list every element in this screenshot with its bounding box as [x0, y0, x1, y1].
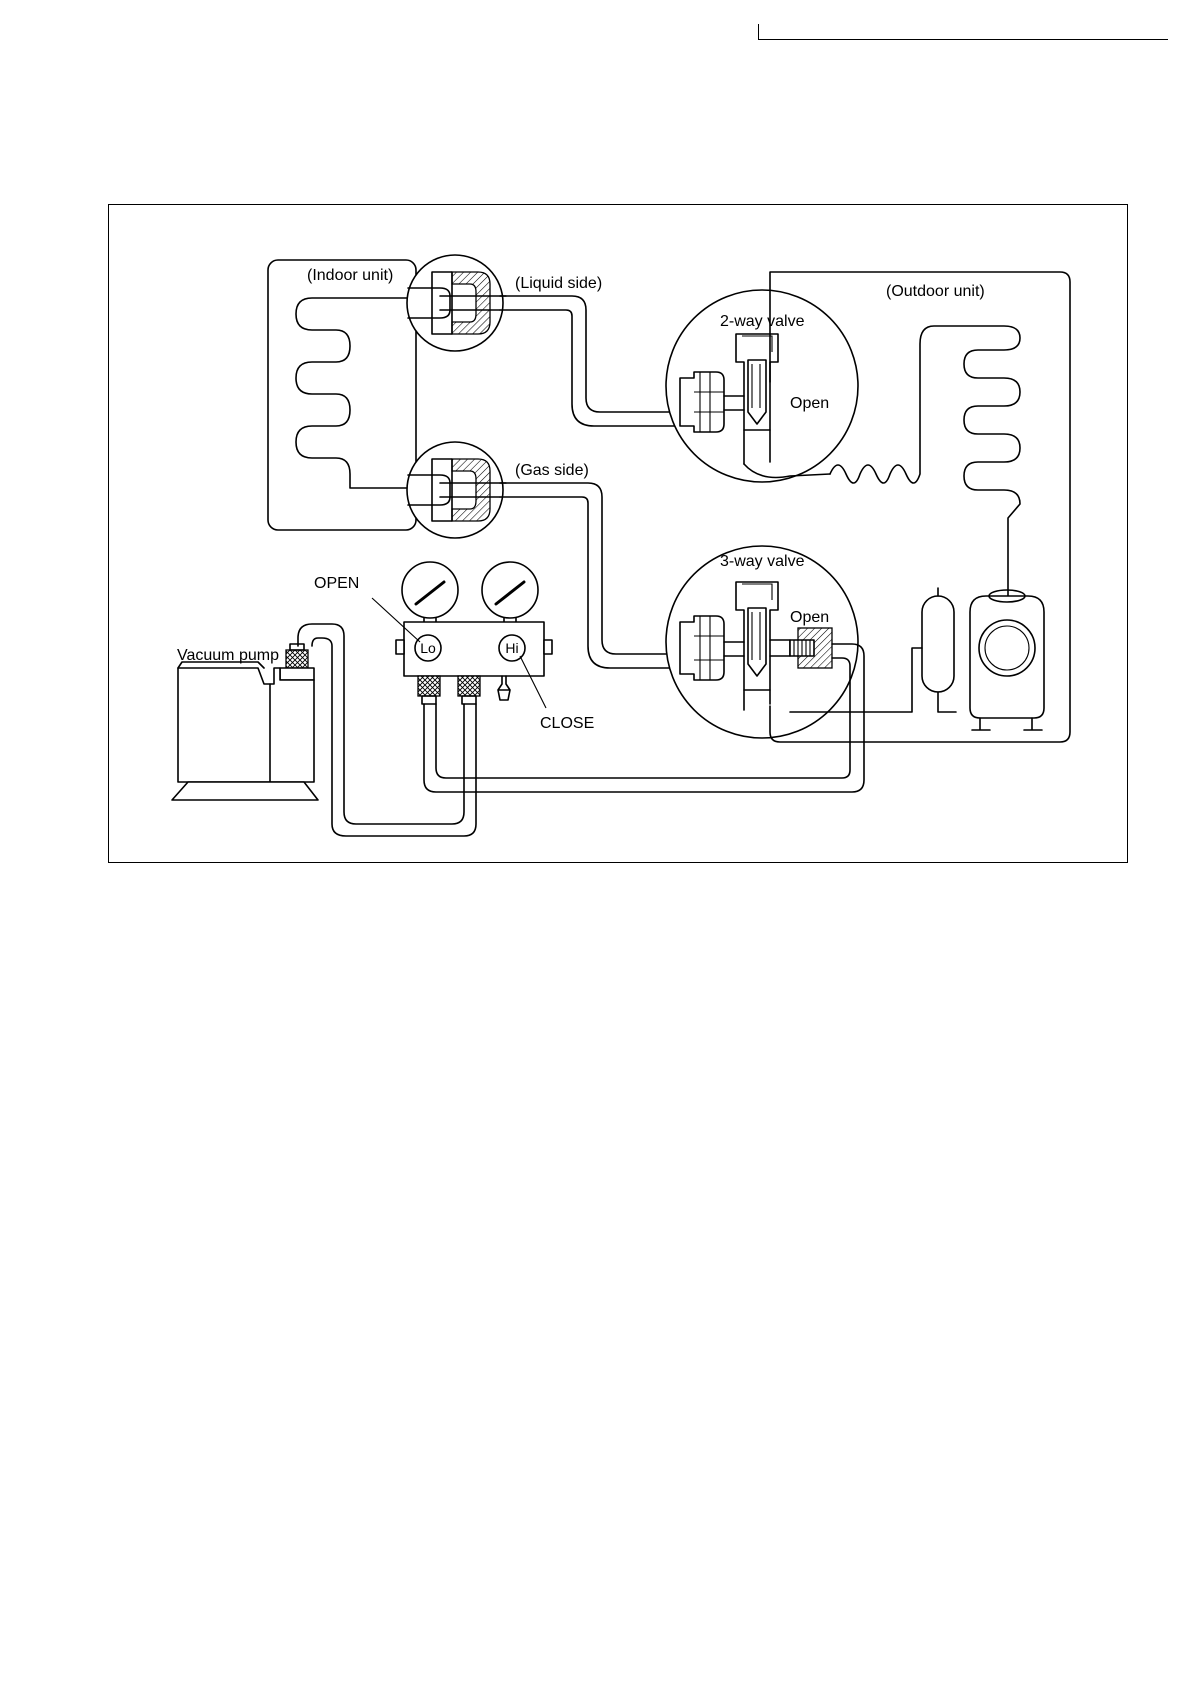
lo-knob-label: Lo [420, 640, 436, 656]
open-label: OPEN [314, 575, 359, 592]
outdoor-unit-label: (Outdoor unit) [886, 283, 985, 300]
gas-flare-nut [407, 442, 506, 538]
three-way-valve-label: 3-way valve [720, 553, 805, 570]
liquid-side-label: (Liquid side) [515, 275, 602, 292]
gas-side-label: (Gas side) [515, 462, 589, 479]
liquid-flare-nut [407, 255, 506, 351]
vacuum-pump [172, 644, 318, 800]
indoor-unit-label: (Indoor unit) [307, 267, 393, 284]
three-way-open-label: Open [790, 609, 829, 626]
vacuum-pump-label: Vacuum pump [177, 647, 279, 664]
hi-knob-label: Hi [505, 640, 518, 656]
two-way-valve-label: 2-way valve [720, 313, 805, 330]
indoor-unit [268, 260, 430, 530]
liquid-pipe [500, 296, 680, 426]
three-way-valve [666, 546, 858, 738]
close-label: CLOSE [540, 715, 594, 732]
two-way-open-label: Open [790, 395, 829, 412]
gauge-manifold: Lo Hi [396, 562, 552, 704]
